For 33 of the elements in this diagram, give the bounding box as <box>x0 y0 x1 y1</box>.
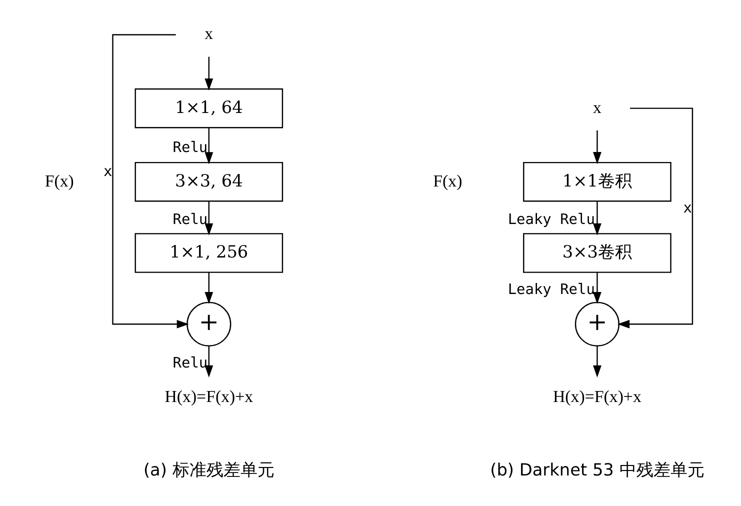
arrow <box>204 56 214 91</box>
edge-label: x <box>104 164 112 180</box>
node-text: x <box>204 24 214 44</box>
label: F(x) <box>44 171 74 190</box>
arrow <box>592 130 602 164</box>
node-text: H(x)=F(x)+x <box>553 387 642 406</box>
node-box: 1×1, 256 <box>134 233 284 273</box>
arrow <box>204 128 214 164</box>
node-text: H(x)=F(x)+x <box>164 387 254 406</box>
label: (a) 标准残差单元 <box>143 460 274 480</box>
arrow <box>204 272 214 304</box>
edge-label: x <box>683 200 692 217</box>
edge-label: Relu <box>172 356 208 372</box>
arrow <box>617 108 694 328</box>
edge-label: Leaky Relu <box>508 282 595 298</box>
arrow <box>112 34 189 328</box>
node-box: 1×1, 64 <box>134 88 284 128</box>
arrow <box>592 201 602 236</box>
node-circle: + <box>574 302 620 346</box>
edge-label: Relu <box>172 212 208 228</box>
arrow <box>204 201 214 236</box>
arrow <box>592 346 602 378</box>
node-text: x <box>592 98 602 117</box>
label: F(x) <box>433 171 462 190</box>
node-circle: + <box>186 302 232 346</box>
arrow <box>204 346 214 378</box>
node-box: 3×3卷积 <box>523 233 672 273</box>
edge-label: Relu <box>172 140 208 156</box>
node-box: 1×1卷积 <box>523 162 672 202</box>
edge-label: Leaky Relu <box>508 212 595 228</box>
label: (b) Darknet 53 中残差单元 <box>490 460 704 480</box>
node-box: 3×3, 64 <box>134 162 284 202</box>
arrow <box>592 272 602 304</box>
